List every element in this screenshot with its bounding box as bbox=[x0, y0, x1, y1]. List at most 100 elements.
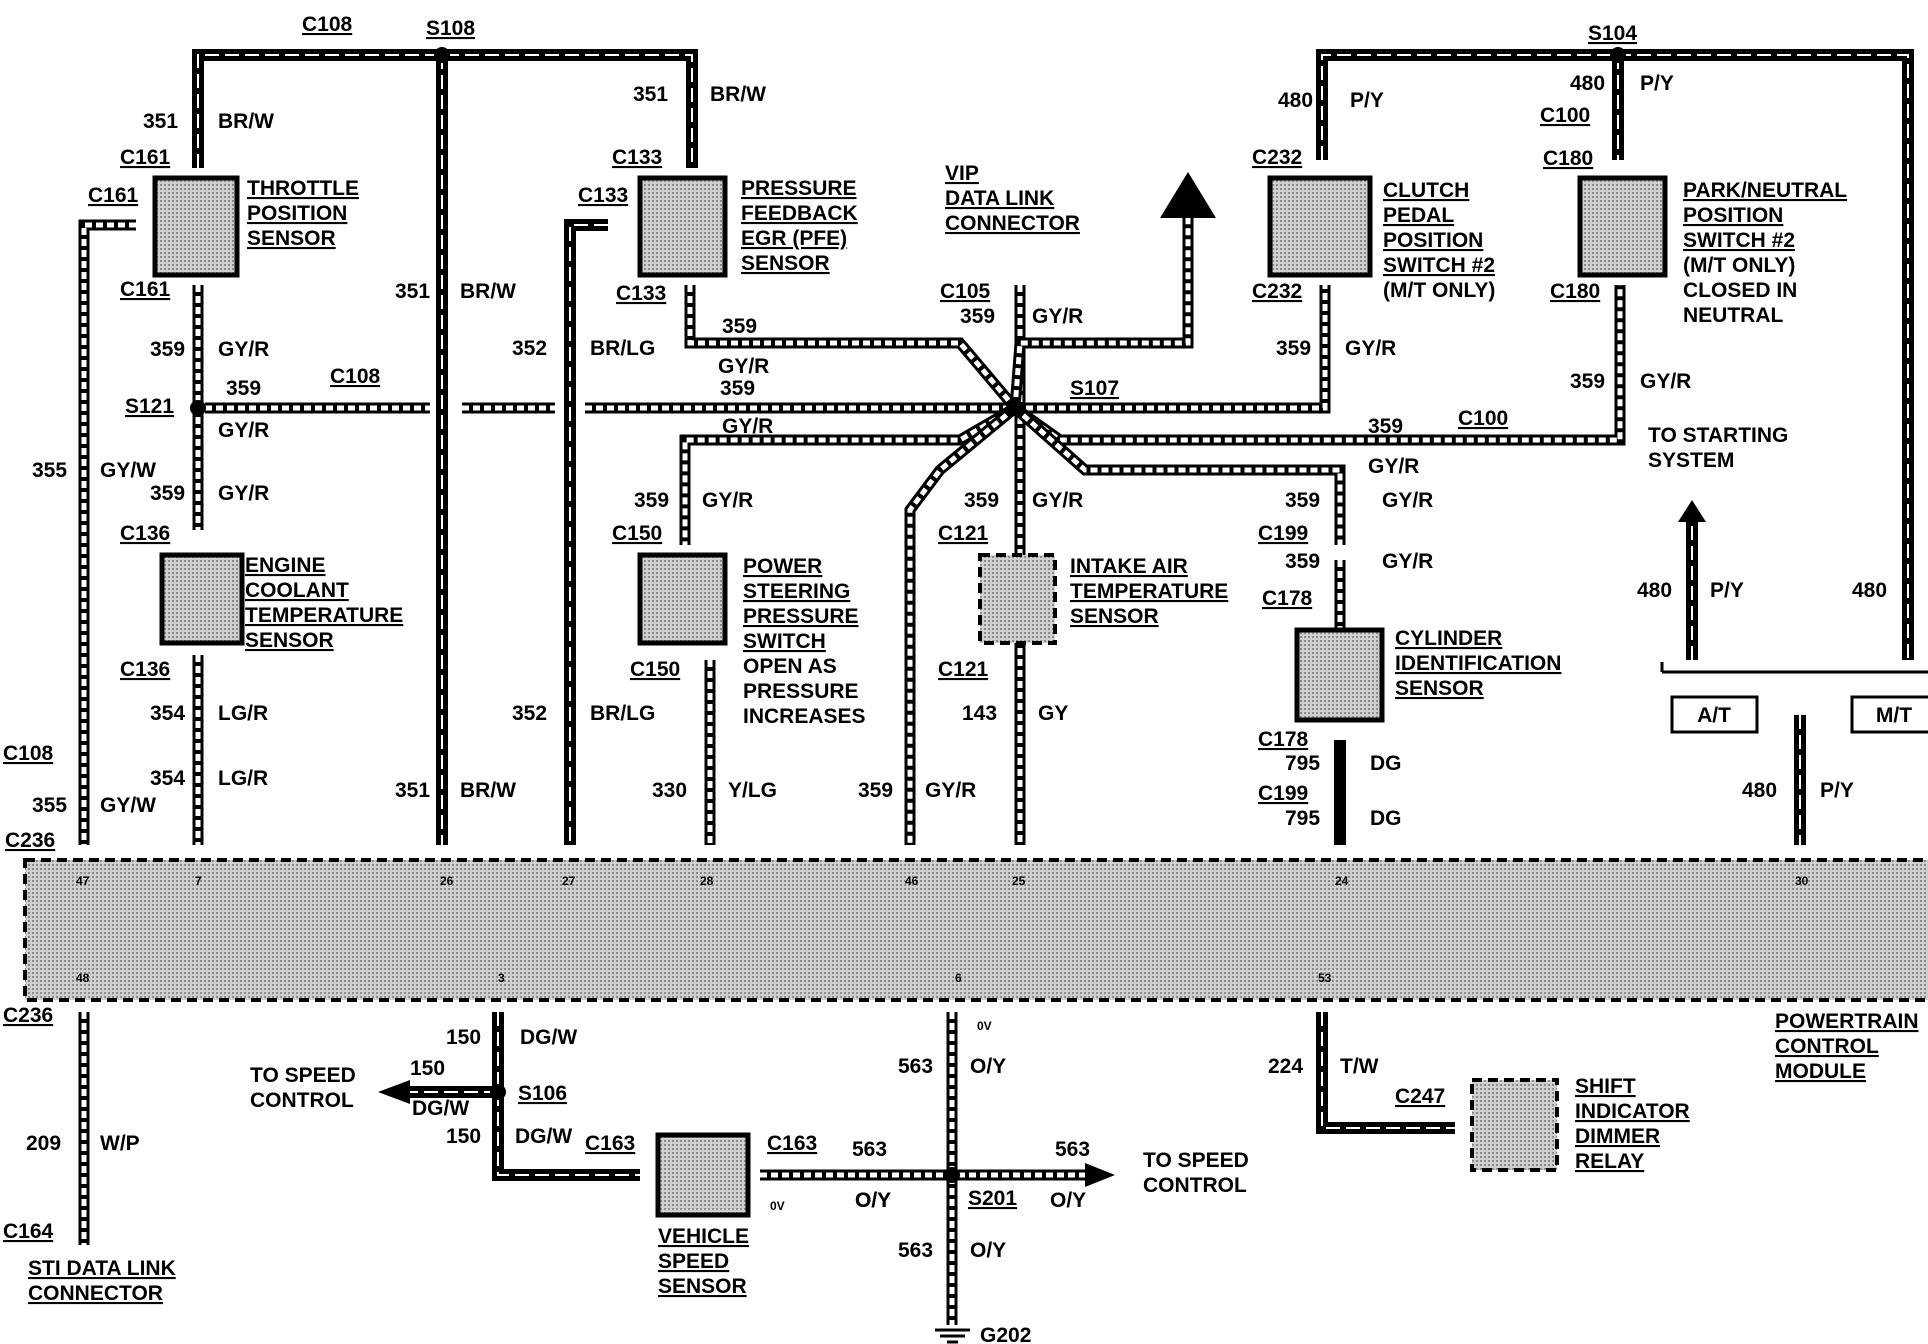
pnp-label-line: (M/T ONLY) bbox=[1683, 254, 1795, 277]
circuit-w795_a: 795 bbox=[1285, 752, 1320, 775]
components-layer bbox=[23, 175, 1928, 1218]
connector-s104: S104 bbox=[1588, 22, 1637, 45]
cpp-label-line: (M/T ONLY) bbox=[1383, 279, 1495, 302]
color-w563_d: O/Y bbox=[855, 1189, 891, 1212]
cid-label-line: CYLINDER bbox=[1395, 627, 1502, 650]
connector-c133_b: C133 bbox=[578, 184, 628, 207]
f-arrow-label: F bbox=[1182, 190, 1195, 213]
circuit-w359_ect: 359 bbox=[150, 482, 185, 505]
color-w150_b: DG/W bbox=[412, 1097, 469, 1120]
connector-c150_a: C150 bbox=[612, 522, 662, 545]
color-w795_b: DG bbox=[1370, 807, 1402, 830]
pcm-pin-p27: 27 bbox=[562, 874, 576, 888]
arrow-right-speed bbox=[1085, 1163, 1115, 1187]
connector-s106: S106 bbox=[518, 1082, 567, 1105]
connector-c133_a: C133 bbox=[612, 146, 662, 169]
psp-label-line: PRESSURE bbox=[743, 605, 859, 628]
wire-359-psp-stripe bbox=[682, 405, 1017, 545]
wire-150-stripe bbox=[497, 1012, 640, 1176]
color-w563_c: O/Y bbox=[1050, 1189, 1086, 1212]
connector-c178_b: C178 bbox=[1258, 728, 1309, 751]
connector-c108_low: C108 bbox=[3, 742, 54, 765]
connector-c161_b: C161 bbox=[88, 184, 139, 207]
circuit-w480_pcm: 480 bbox=[1742, 779, 1777, 802]
vip-label-line: CONNECTOR bbox=[945, 212, 1080, 235]
sidr-label-line: SHIFT bbox=[1575, 1075, 1636, 1098]
circuit-w563_b: 563 bbox=[852, 1138, 887, 1161]
connector-c150_b: C150 bbox=[630, 658, 680, 681]
pcm-pin-p25: 25 bbox=[1012, 874, 1026, 888]
ect-label-line: ENGINE bbox=[245, 554, 326, 577]
connector-s201: S201 bbox=[968, 1187, 1017, 1210]
circuit-w351_mid: 351 bbox=[395, 280, 430, 303]
pnp-label-line: SWITCH #2 bbox=[1683, 229, 1795, 252]
color-w352_mid: BR/LG bbox=[590, 337, 655, 360]
color-w150_c: DG/W bbox=[515, 1125, 572, 1148]
circuit-w359_iat: 359 bbox=[964, 489, 999, 512]
pfe-label-line: FEEDBACK bbox=[741, 202, 858, 225]
wire-359-46-stripe bbox=[907, 406, 1017, 845]
starting-label-line: SYSTEM bbox=[1648, 449, 1734, 472]
circuit-w359_cpp: 359 bbox=[1276, 337, 1311, 360]
at-mt-bracket bbox=[1660, 662, 1928, 674]
ground-icon bbox=[935, 1328, 970, 1344]
wire-harness bbox=[78, 47, 1928, 1344]
connector-c136_b: C136 bbox=[120, 658, 170, 681]
circuit-w352_low: 352 bbox=[512, 702, 547, 725]
connector-c164: C164 bbox=[3, 1220, 54, 1243]
arrow-left-speed bbox=[378, 1080, 410, 1104]
color-w351_low: BR/W bbox=[460, 779, 516, 802]
arrow-f-triangle bbox=[1160, 172, 1216, 218]
connector-c247: C247 bbox=[1395, 1085, 1445, 1108]
color-w150_a: DG/W bbox=[520, 1026, 577, 1049]
vss-label-line: SPEED bbox=[658, 1250, 729, 1273]
color-w480_b: P/Y bbox=[1640, 72, 1674, 95]
color-w563_e: O/Y bbox=[970, 1239, 1006, 1262]
color-w359_psp_h: GY/R bbox=[722, 415, 773, 438]
sidr-label-line: RELAY bbox=[1575, 1150, 1644, 1173]
ect-label-line: COOLANT bbox=[245, 579, 349, 602]
color-w355_b: GY/W bbox=[100, 794, 156, 817]
circuit-w143: 143 bbox=[962, 702, 997, 725]
iat-sensor bbox=[978, 553, 1057, 645]
vip-label-line: DATA LINK bbox=[945, 187, 1054, 210]
splice-dot bbox=[190, 400, 206, 416]
color-w143: GY bbox=[1038, 702, 1068, 725]
vehicle-speed-sensor bbox=[655, 1132, 751, 1218]
circuit-w351_tl: 351 bbox=[143, 110, 178, 133]
connector-c232_b: C232 bbox=[1252, 280, 1302, 303]
tps-label-line: POSITION bbox=[247, 202, 347, 225]
pnp-label-line: CLOSED IN bbox=[1683, 279, 1797, 302]
connector-c100_top: C100 bbox=[1540, 104, 1590, 127]
wire-355-stripe bbox=[81, 222, 136, 845]
circuit-w359_s121: 359 bbox=[226, 377, 261, 400]
circuit-w355_b: 355 bbox=[32, 794, 67, 817]
psp-label-line: STEERING bbox=[743, 580, 850, 603]
circuit-w209: 209 bbox=[26, 1132, 61, 1155]
pcm-pin-p47: 47 bbox=[76, 874, 90, 888]
circuit-w359_pfe_h: 359 bbox=[722, 315, 757, 338]
circuit-w359_c105: 359 bbox=[960, 305, 995, 328]
cpp-label-line: PEDAL bbox=[1383, 204, 1454, 227]
connector-c199_a: C199 bbox=[1258, 522, 1308, 545]
circuit-w352_mid: 352 bbox=[512, 337, 547, 360]
splice-dot bbox=[1610, 47, 1626, 63]
cpp-label-line: SWITCH #2 bbox=[1383, 254, 1495, 277]
circuit-w359_psp: 359 bbox=[634, 489, 669, 512]
connector-c161_a: C161 bbox=[120, 146, 171, 169]
connector-c236_bot: C236 bbox=[3, 1004, 53, 1027]
clutch-pedal-switch bbox=[1267, 175, 1373, 278]
connector-c178_a: C178 bbox=[1262, 587, 1313, 610]
circuit-w480_at: 480 bbox=[1637, 579, 1672, 602]
sti-label-line: STI DATA LINK bbox=[28, 1257, 176, 1280]
park-neutral-switch bbox=[1577, 175, 1668, 278]
connector-s107: S107 bbox=[1070, 377, 1119, 400]
wire-359-c100 bbox=[1011, 285, 1626, 446]
connector-c163_a: C163 bbox=[585, 1132, 635, 1155]
tps-label-line: THROTTLE bbox=[247, 177, 359, 200]
circuit-w359_c199: 359 bbox=[1285, 489, 1320, 512]
color-w359_cid_lbl: GY/R bbox=[1368, 455, 1419, 478]
speed-left-label-line: CONTROL bbox=[250, 1089, 354, 1112]
tps-label-line: SENSOR bbox=[247, 227, 336, 250]
color-w359_cpp: GY/R bbox=[1345, 337, 1396, 360]
